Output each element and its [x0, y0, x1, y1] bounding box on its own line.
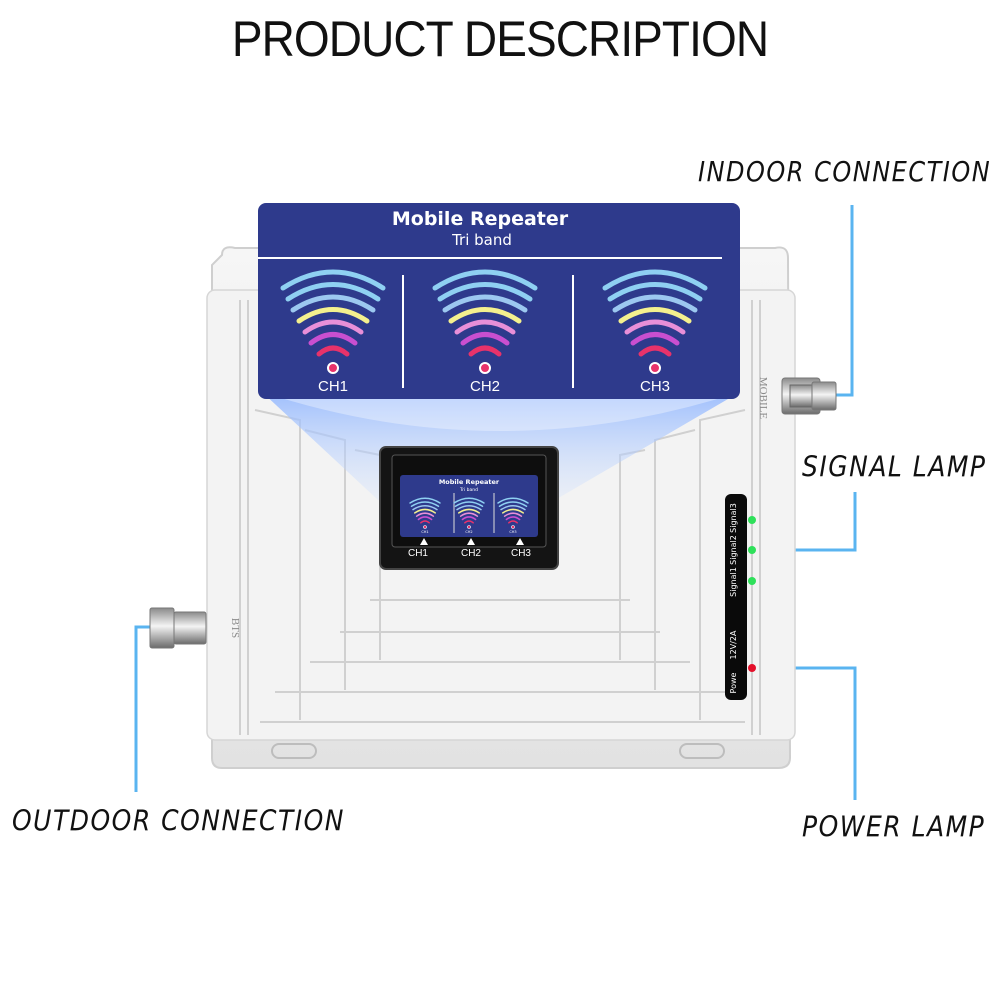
mobile-connector: MOBILE	[757, 377, 837, 419]
signal3-label: Signal3	[729, 503, 738, 533]
outdoor-connection-callout: OUTDOOR CONNECTION	[12, 803, 345, 838]
display-panel: Mobile Repeater Tri band CH1 CH2 CH3	[258, 203, 740, 399]
screen-mini-ch3: CH3	[509, 530, 516, 534]
triangle-marker-icon-1	[420, 538, 428, 545]
screen-mini-ch1: CH1	[421, 530, 428, 534]
power-label: Powe	[729, 672, 738, 693]
power-led-lamp-icon	[748, 664, 756, 672]
screen-subtitle: Tri band	[459, 487, 478, 493]
lcd-screen: Mobile Repeater Tri band CH1 CH2 CH3 CH1…	[379, 446, 559, 570]
signal2-led-lamp-icon	[748, 546, 756, 554]
panel-title: Mobile Repeater	[392, 208, 569, 230]
signal2-label: Signal2	[729, 535, 738, 565]
panel-ch2: CH2	[470, 378, 500, 395]
screen-mini-ch2: CH2	[465, 530, 472, 534]
signal-leader-line	[770, 492, 857, 552]
indoor-connection-callout: INDOOR CONNECTION	[698, 155, 992, 189]
indoor-leader-line	[818, 205, 854, 397]
signal-lamp-callout: SIGNAL LAMP	[802, 449, 987, 484]
bts-port-label: BTS	[229, 618, 241, 638]
mobile-port-label: MOBILE	[757, 377, 769, 419]
panel-ch1: CH1	[318, 378, 348, 395]
bts-connector: BTS	[149, 607, 241, 649]
n-type-connector-icon	[173, 611, 207, 645]
triangle-marker-icon-2	[467, 538, 475, 545]
power-lamp-callout: POWER LAMP	[802, 809, 986, 844]
signal3-led-lamp-icon	[748, 516, 756, 524]
outdoor-leader-line	[134, 625, 160, 792]
page-title: PRODUCT DESCRIPTION	[231, 11, 769, 67]
signal1-led-lamp-icon	[748, 577, 756, 585]
screen-ch2: CH2	[461, 548, 481, 559]
indicator-strip: Signal3 Signal2 Signal1 12V/2A Powe	[725, 494, 756, 700]
mount-hole-left	[271, 743, 317, 759]
screen-title: Mobile Repeater	[439, 478, 500, 486]
rating-label: 12V/2A	[729, 630, 738, 659]
panel-subtitle: Tri band	[451, 231, 512, 249]
panel-ch3: CH3	[640, 378, 670, 395]
signal1-label: Signal1	[729, 567, 738, 597]
triangle-marker-icon-3	[516, 538, 524, 545]
screen-ch3: CH3	[511, 548, 531, 559]
screen-ch1: CH1	[408, 548, 428, 559]
mount-hole-right	[679, 743, 725, 759]
power-leader-line	[772, 666, 857, 800]
